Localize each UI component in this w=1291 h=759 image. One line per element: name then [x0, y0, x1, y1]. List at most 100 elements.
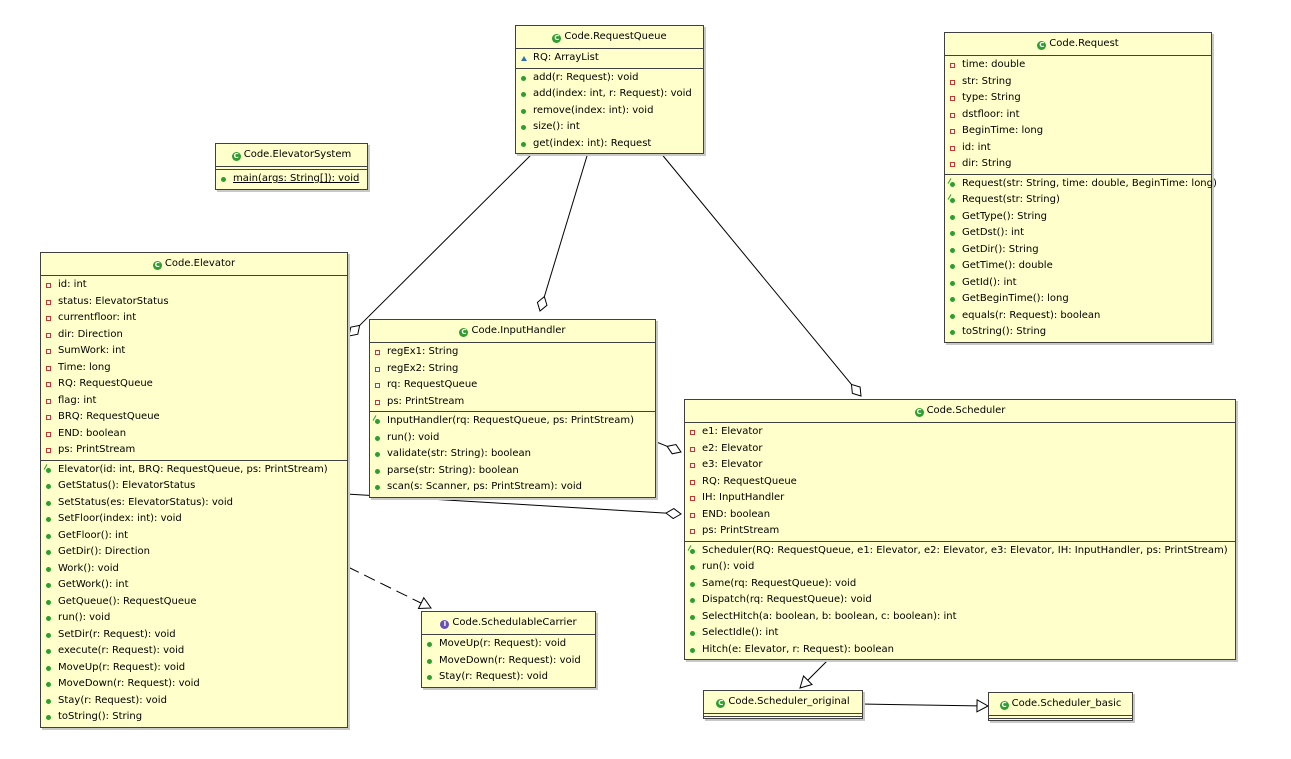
- public-visibility-icon: [521, 108, 526, 114]
- method-row[interactable]: Work(): void: [41, 561, 347, 578]
- attribute-row[interactable]: rq: RequestQueue: [370, 377, 655, 394]
- attribute-row[interactable]: BRQ: RequestQueue: [41, 409, 347, 426]
- public-visibility-icon: [950, 297, 955, 302]
- constructor-icon: [950, 181, 955, 187]
- attribute-row[interactable]: e2: Elevator: [685, 441, 1235, 458]
- method-row[interactable]: execute(r: Request): void: [41, 643, 347, 660]
- attribute-row[interactable]: ps: PrintStream: [685, 523, 1235, 540]
- method-row[interactable]: Dispatch(rq: RequestQueue): void: [685, 592, 1235, 609]
- attribute-row[interactable]: status: ElevatorStatus: [41, 294, 347, 311]
- attribute-row[interactable]: ps: PrintStream: [41, 442, 347, 459]
- method-row[interactable]: get(index: int): Request: [516, 136, 703, 153]
- method-row[interactable]: GetDst(): int: [945, 225, 1211, 242]
- method-row[interactable]: GetDir(): Direction: [41, 544, 347, 561]
- attribute-row[interactable]: END: boolean: [41, 426, 347, 443]
- attribute-row[interactable]: dir: Direction: [41, 327, 347, 344]
- method-row[interactable]: GetBeginTime(): long: [945, 291, 1211, 308]
- method-row[interactable]: SelectIdle(): int: [685, 625, 1235, 642]
- method-row[interactable]: equals(r: Request): boolean: [945, 308, 1211, 325]
- attribute-row[interactable]: e3: Elevator: [685, 457, 1235, 474]
- attribute-row[interactable]: type: String: [945, 90, 1211, 107]
- method-row[interactable]: validate(str: String): boolean: [370, 446, 655, 463]
- method-row[interactable]: SetStatus(es: ElevatorStatus): void: [41, 495, 347, 512]
- method-row-text: InputHandler(rq: RequestQueue, ps: Print…: [387, 415, 635, 426]
- private-visibility-icon: [46, 415, 51, 420]
- method-row-text: Dispatch(rq: RequestQueue): void: [702, 594, 872, 605]
- method-row[interactable]: GetQueue(): RequestQueue: [41, 594, 347, 611]
- method-row[interactable]: add(r: Request): void: [516, 70, 703, 87]
- method-row[interactable]: toString(): String: [41, 709, 347, 726]
- method-row[interactable]: SelectHitch(a: boolean, b: boolean, c: b…: [685, 609, 1235, 626]
- method-row[interactable]: Scheduler(RQ: RequestQueue, e1: Elevator…: [685, 543, 1235, 560]
- attribute-row[interactable]: BeginTime: long: [945, 123, 1211, 140]
- attribute-row[interactable]: RQ: RequestQueue: [685, 474, 1235, 491]
- attribute-row[interactable]: SumWork: int: [41, 343, 347, 360]
- method-row[interactable]: GetWork(): int: [41, 577, 347, 594]
- method-row[interactable]: GetStatus(): ElevatorStatus: [41, 478, 347, 495]
- method-row[interactable]: Request(str: String): [945, 192, 1211, 209]
- attribute-row[interactable]: ps: PrintStream: [370, 394, 655, 411]
- method-row[interactable]: MoveUp(r: Request): void: [422, 636, 595, 653]
- method-row[interactable]: run(): void: [370, 430, 655, 447]
- attribute-row[interactable]: IH: InputHandler: [685, 490, 1235, 507]
- class-name: Code.InputHandler: [471, 325, 566, 336]
- method-row[interactable]: GetFloor(): int: [41, 528, 347, 545]
- attribute-row[interactable]: Time: long: [41, 360, 347, 377]
- method-row[interactable]: GetDir(): String: [945, 242, 1211, 259]
- attribute-row[interactable]: dstfloor: int: [945, 107, 1211, 124]
- method-row[interactable]: run(): void: [685, 559, 1235, 576]
- method-row[interactable]: size(): int: [516, 119, 703, 136]
- method-row[interactable]: run(): void: [41, 610, 347, 627]
- method-row[interactable]: GetId(): int: [945, 275, 1211, 292]
- method-row[interactable]: SetDir(r: Request): void: [41, 627, 347, 644]
- method-row[interactable]: Same(rq: RequestQueue): void: [685, 576, 1235, 593]
- attribute-row[interactable]: RQ: ArrayList: [516, 50, 703, 67]
- method-row[interactable]: add(index: int, r: Request): void: [516, 86, 703, 103]
- method-row[interactable]: Request(str: String, time: double, Begin…: [945, 176, 1217, 193]
- method-row[interactable]: GetType(): String: [945, 209, 1211, 226]
- attribute-row[interactable]: regEx1: String: [370, 344, 655, 361]
- method-row[interactable]: InputHandler(rq: RequestQueue, ps: Print…: [370, 413, 655, 430]
- attribute-row[interactable]: currentfloor: int: [41, 310, 347, 327]
- attribute-row[interactable]: END: boolean: [685, 507, 1235, 524]
- method-row[interactable]: SetFloor(index: int): void: [41, 511, 347, 528]
- method-row-text: get(index: int): Request: [533, 137, 652, 149]
- method-row[interactable]: Stay(r: Request): void: [41, 693, 347, 710]
- method-row[interactable]: Hitch(e: Elevator, r: Request): boolean: [685, 642, 1235, 659]
- attribute-row[interactable]: id: int: [41, 277, 347, 294]
- public-visibility-icon: [46, 599, 51, 605]
- method-row[interactable]: toString(): String: [945, 324, 1211, 341]
- attribute-row[interactable]: e1: Elevator: [685, 424, 1235, 441]
- method-row-text: size(): int: [533, 121, 580, 132]
- method-row[interactable]: parse(str: String): boolean: [370, 463, 655, 480]
- method-row[interactable]: MoveDown(r: Request): void: [422, 653, 595, 670]
- method-row[interactable]: remove(index: int): void: [516, 103, 703, 120]
- attribute-row[interactable]: regEx2: String: [370, 361, 655, 378]
- method-row[interactable]: scan(s: Scanner, ps: PrintStream): void: [370, 479, 655, 496]
- attribute-row[interactable]: flag: int: [41, 393, 347, 410]
- attribute-row[interactable]: id: int: [945, 140, 1211, 157]
- attribute-row[interactable]: time: double: [945, 57, 1211, 74]
- attribute-row[interactable]: dir: String: [945, 156, 1211, 173]
- method-row[interactable]: Stay(r: Request): void: [422, 669, 595, 686]
- method-row[interactable]: MoveUp(r: Request): void: [41, 660, 347, 677]
- method-row[interactable]: main(args: String[]): void: [216, 171, 367, 188]
- method-row[interactable]: MoveDown(r: Request): void: [41, 676, 347, 693]
- aggregation-diamond: [666, 443, 682, 455]
- method-row[interactable]: Elevator(id: int, BRQ: RequestQueue, ps:…: [41, 462, 347, 479]
- attribute-row[interactable]: str: String: [945, 74, 1211, 91]
- method-row[interactable]: GetTime(): double: [945, 258, 1211, 275]
- private-visibility-icon: [46, 316, 51, 321]
- attribute-row[interactable]: RQ: RequestQueue: [41, 376, 347, 393]
